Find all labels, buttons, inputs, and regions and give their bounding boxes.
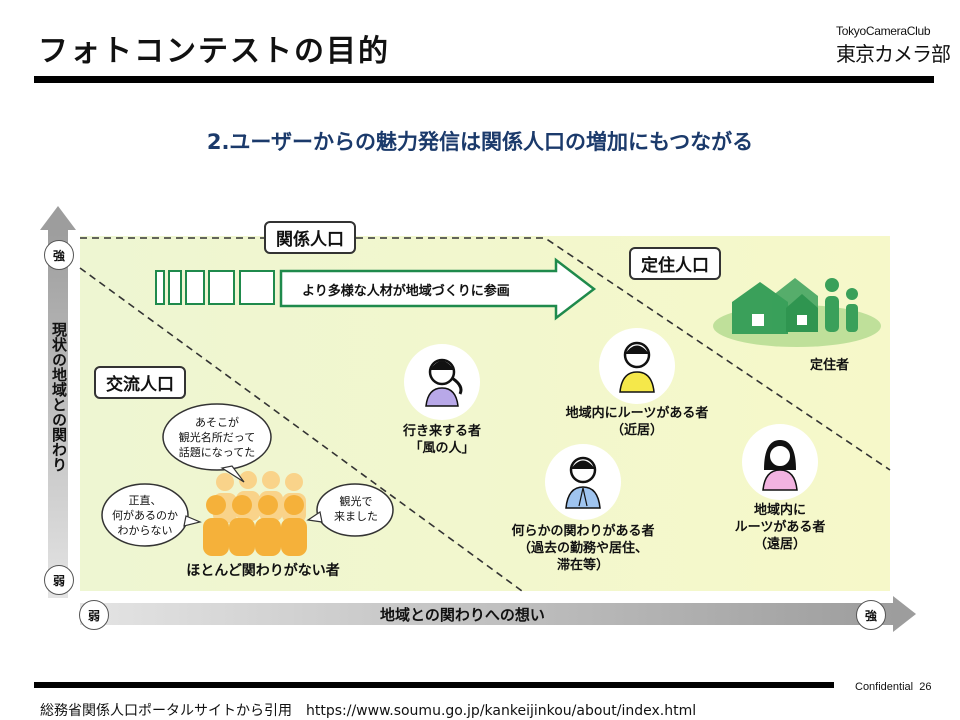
label-kankei-jinko: 関係人口 [264, 221, 356, 254]
person-kaze-icon [404, 344, 480, 420]
bubble-top-line3: 話題になってた [178, 445, 256, 459]
person-enkyo-icon [742, 424, 818, 500]
bubble-left-text: 正直、 何があるのか わからない [102, 494, 188, 539]
bubble-right-line1: 観光で [339, 495, 373, 508]
page-number: 26 [919, 681, 932, 693]
x-axis-bar [80, 603, 895, 625]
bubble-top-line2: 観光名所だって [178, 430, 256, 444]
x-axis-arrowhead [893, 596, 916, 632]
participation-arrow [155, 257, 597, 321]
x-axis-weak: 弱 [79, 600, 109, 630]
slide-subtitle: 2.ユーザーからの魅力発信は関係人口の増加にもつながる [206, 130, 754, 154]
label-kaze-line2: 「風の人」 [409, 440, 475, 456]
footer-rule [34, 682, 834, 688]
label-enkyo-line3: （遠居） [753, 536, 806, 552]
label-teiju-jinko: 定住人口 [629, 247, 721, 280]
title-rule [34, 76, 934, 83]
brand-small-text: TokyoCameraClub [836, 24, 931, 38]
page-title: フォトコンテストの目的 [38, 34, 390, 69]
label-kinkyo-line1: 地域内にルーツがある者 [565, 406, 709, 421]
label-nanraka: 何らかの関わりがある者 （過去の勤務や居住、 滞在等） [498, 524, 668, 575]
label-enkyo-line2: ルーツがある者 [734, 519, 826, 535]
bubble-left-line1: 正直、 [128, 494, 162, 507]
label-hotondo: ほとんど関わりがない者 [186, 563, 340, 579]
village-illustration [713, 278, 881, 347]
x-axis-strong: 強 [856, 600, 886, 630]
person-kinkyo-icon [599, 328, 675, 404]
source-citation: 総務省関係人口ポータルサイトから引用 https://www.soumu.go.… [40, 703, 697, 719]
label-kaze-no-hito: 行き来する者 「風の人」 [387, 424, 497, 458]
x-axis-label: 地域との関わりへの想い [380, 606, 545, 624]
bubble-right-line2: 来ました [334, 509, 378, 523]
bubble-left-line2: 何があるのか [112, 508, 178, 522]
label-nanraka-line1: 何らかの関わりがある者 [511, 524, 655, 539]
label-koryu-jinko: 交流人口 [94, 366, 186, 399]
label-kaze-line1: 行き来する者 [402, 424, 481, 439]
label-enkyo-line1: 地域内に [753, 503, 806, 518]
boundary-koryu [79, 267, 523, 592]
person-nanraka-icon [545, 444, 621, 520]
brand-logo: 東京カメラ部 [836, 42, 951, 66]
crowd-illustration [203, 471, 307, 556]
label-nanraka-line3: 滞在等） [556, 557, 609, 573]
label-kinkyo: 地域内にルーツがある者 （近居） [552, 406, 722, 440]
label-nanraka-line2: （過去の勤務や居住、 [517, 540, 648, 556]
label-teijusha: 定住者 [810, 358, 850, 373]
y-axis-arrowhead [40, 206, 76, 230]
y-axis-bar [48, 228, 68, 598]
bubble-top-text: あそこが 観光名所だって 話題になってた [163, 416, 271, 461]
y-axis-strong: 強 [44, 240, 74, 270]
bubble-left-line3: わからない [117, 523, 173, 537]
y-axis-weak: 弱 [44, 565, 74, 595]
label-enkyo: 地域内に ルーツがある者 （遠居） [722, 503, 838, 554]
confidential-label: Confidential 26 [855, 681, 931, 693]
label-kinkyo-line2: （近居） [610, 422, 663, 438]
bubble-top-line1: あそこが [195, 416, 239, 429]
confidential-text: Confidential [855, 681, 914, 693]
bubble-right-text: 観光で 来ました [318, 495, 394, 525]
y-axis-label: 現状の地域との関わり [50, 322, 68, 472]
speech-bubbles [101, 403, 394, 547]
participation-arrow-text: より多様な人材が地域づくりに参画 [302, 284, 510, 299]
